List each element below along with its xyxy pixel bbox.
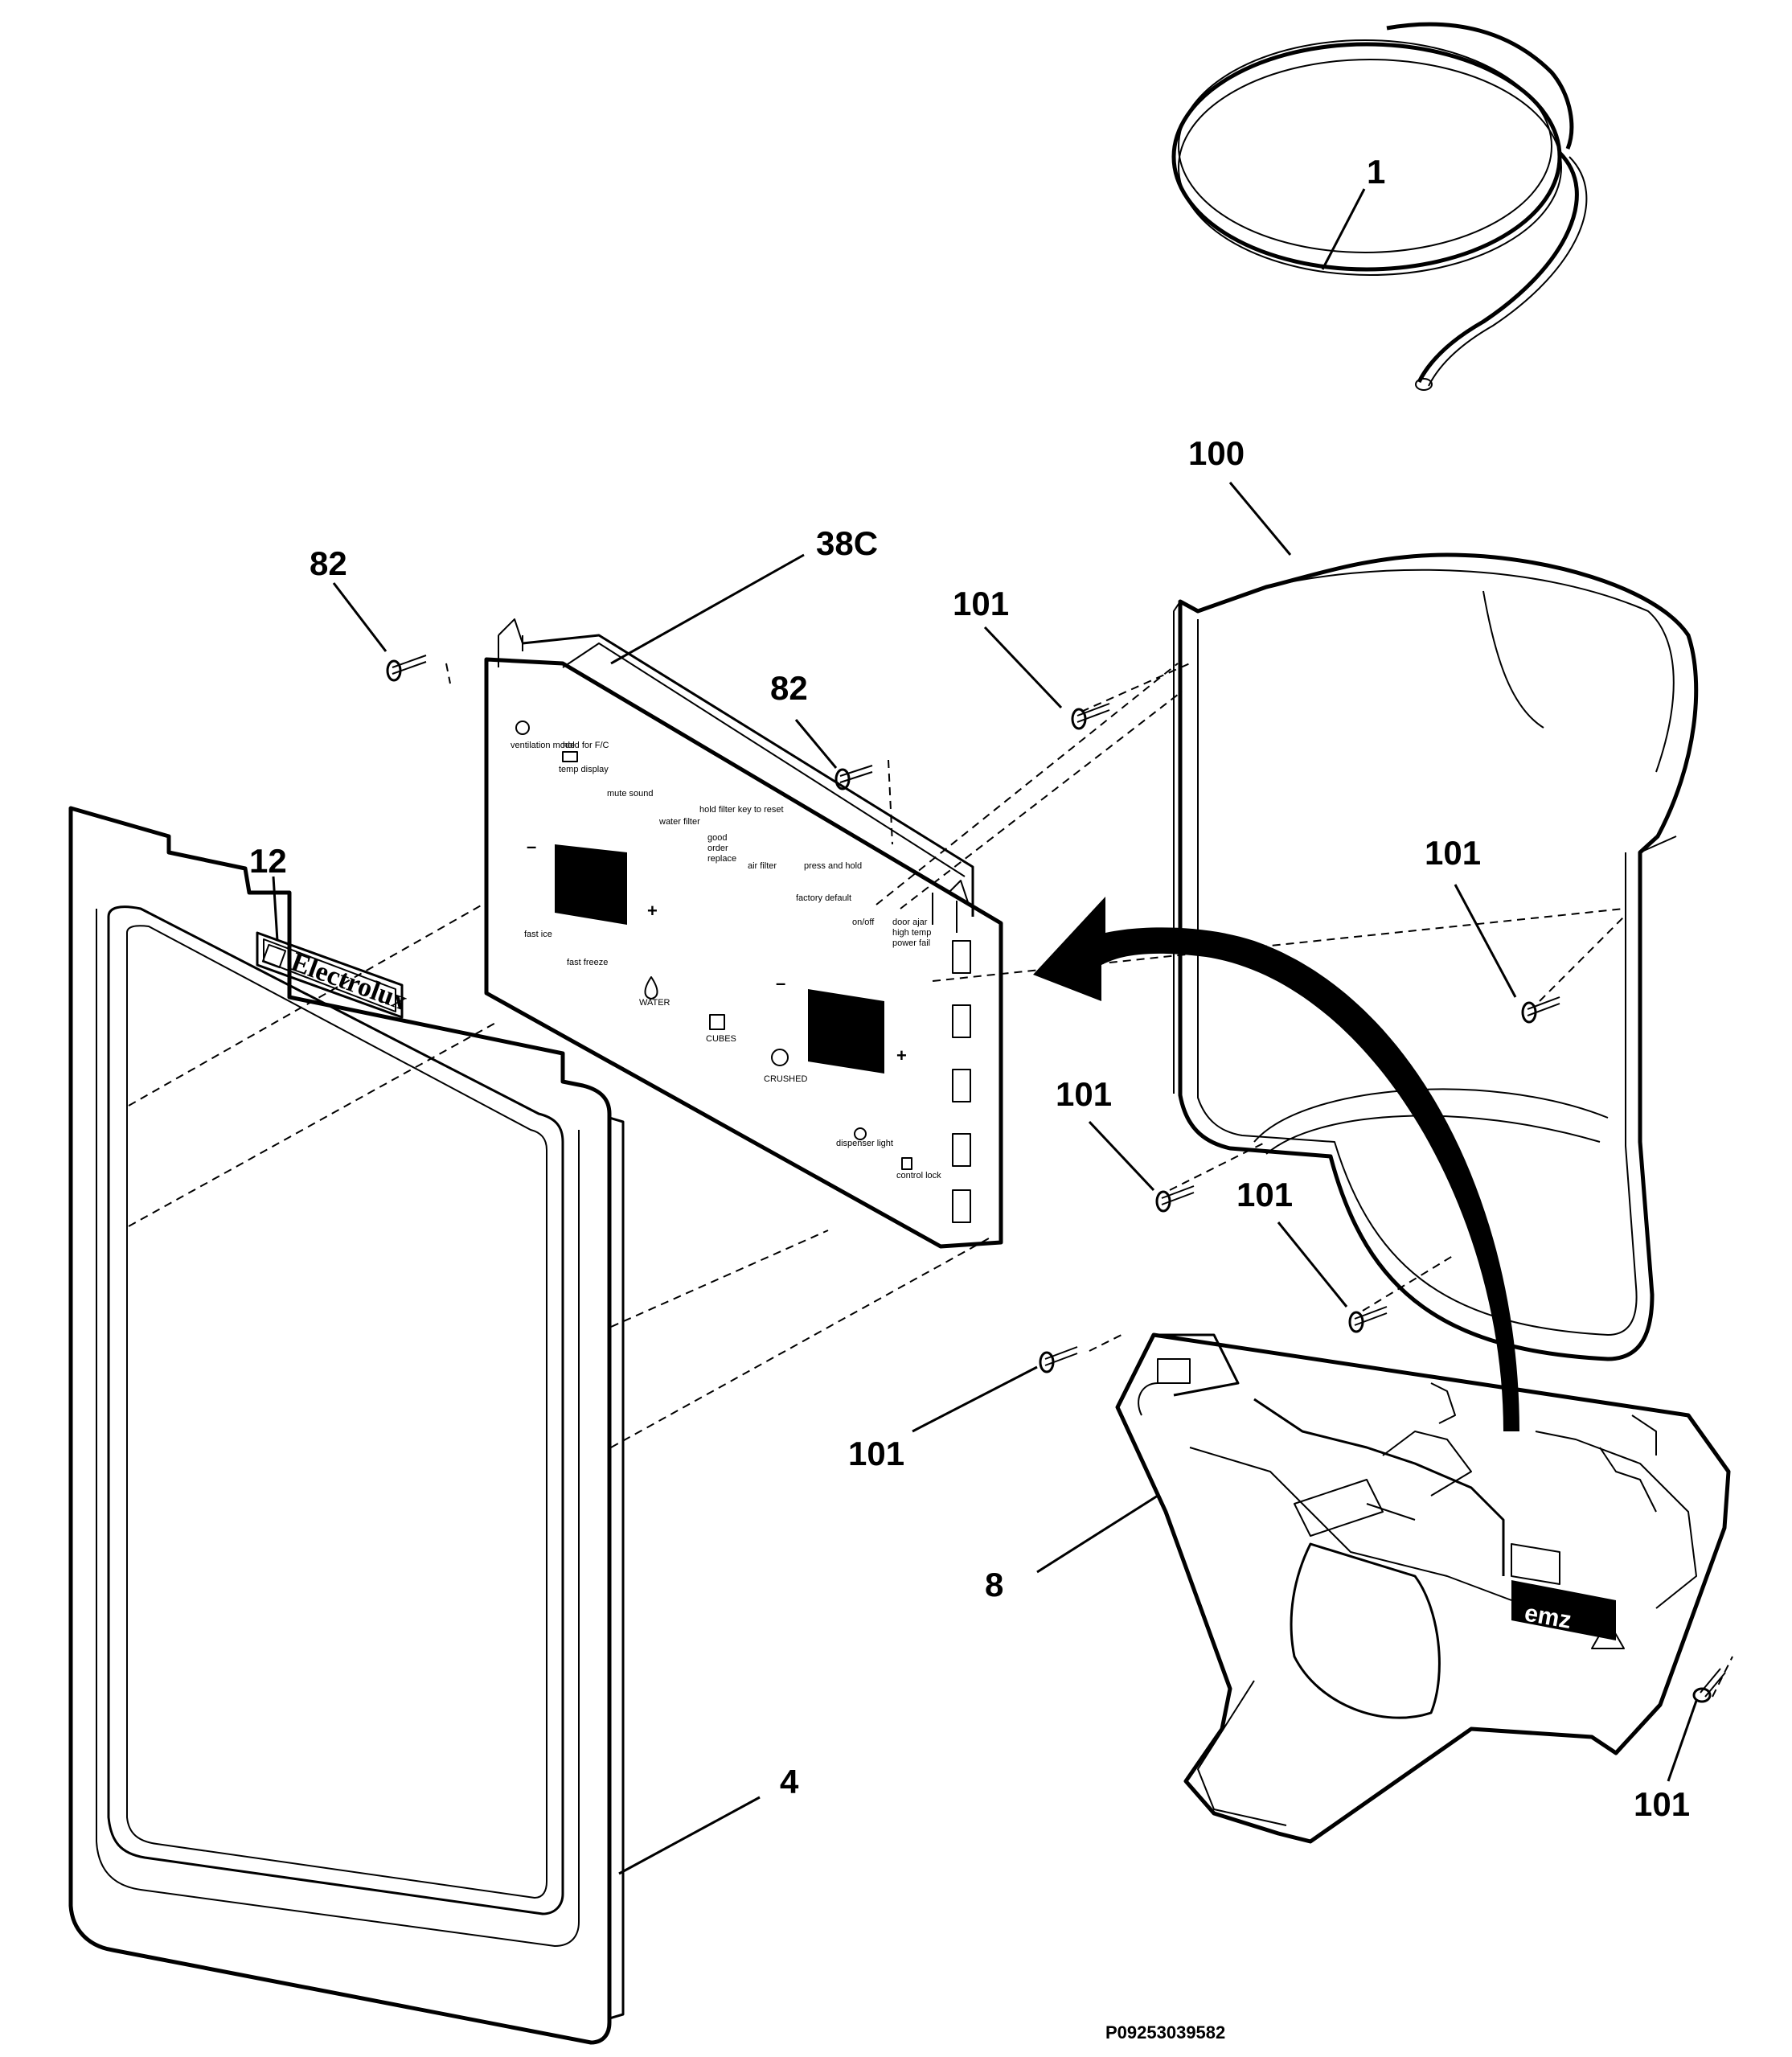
leader-line [1277,1221,1348,1308]
leader-line [1321,188,1366,270]
callout-101-top: 101 [953,585,1009,622]
screw-101-center[interactable] [1348,1306,1388,1333]
panel-label-factory-default: factory default [796,893,851,903]
brand-logo-icon [261,943,287,969]
lock-icon [901,1157,912,1170]
callout-82-left: 82 [310,544,347,582]
leader-line [794,719,838,769]
tubing-coil-part[interactable] [1171,22,1588,391]
diagram-code: P09253039582 [1105,2022,1225,2043]
crushed-icon [771,1049,789,1066]
panel-hint-press: press and hold [804,861,862,871]
leader-line [983,626,1063,709]
screw-82-mid[interactable] [834,765,873,790]
dispenser-assembly-part[interactable]: emz [1115,1332,1731,1844]
leader-line [1088,1120,1155,1192]
callout-12: 12 [249,842,287,880]
callout-82-mid: 82 [770,669,808,707]
screw-101-top[interactable] [1071,703,1110,730]
panel-label-mute: mute sound [607,789,653,799]
light-bulb-icon [854,1127,867,1140]
panel-filter-good: good [707,833,727,843]
alignment-lines [128,663,1733,1698]
leader-line [332,582,388,652]
callout-101-right: 101 [1425,834,1481,872]
panel-hint-filter: hold filter key to reset [699,805,784,815]
leader-line [1228,482,1292,556]
screw-101-right[interactable] [1521,996,1560,1024]
panel-minus-left: – [527,836,536,856]
panel-alarm-temp: high temp [892,928,931,938]
leader-line [1667,1700,1698,1782]
screw-101-mid[interactable] [1155,1185,1195,1213]
panel-filter-replace: replace [707,854,736,864]
panel-label-dispenser-light: dispenser light [836,1139,893,1148]
panel-label-temp-display: temp display [559,765,609,774]
callout-8: 8 [985,1566,1003,1603]
panel-label-fast-ice: fast ice [524,930,552,939]
panel-label-control-lock: control lock [896,1171,941,1180]
screw-101-bottom-right[interactable] [1692,1668,1726,1703]
sun-icon [515,721,530,735]
panel-alarm-door: door ajar [892,918,928,927]
callout-101-bottom-right: 101 [1634,1785,1690,1823]
panel-label-air-filter: air filter [748,861,777,871]
panel-label-on-off: on/off [852,918,875,927]
callout-101-dispenser: 101 [848,1435,904,1472]
leader-line [1036,1494,1158,1574]
panel-minus-right: – [776,973,785,993]
callout-101-center: 101 [1236,1176,1293,1213]
control-board-part[interactable]: ventilation mode temp display mute sound… [484,618,1003,1249]
panel-alarm-power: power fail [892,938,930,948]
left-display [555,844,627,925]
screw-101-dispenser[interactable] [1039,1346,1078,1373]
warning-triangle-icon [1591,1620,1625,1649]
panel-label-crushed: CRUSHED [764,1074,807,1084]
callout-100: 100 [1188,434,1245,472]
callout-101-mid: 101 [1056,1075,1112,1113]
digit-icon [562,751,578,762]
panel-plus-right: + [896,1045,907,1065]
callout-1: 1 [1367,153,1385,191]
leader-line [912,1365,1038,1433]
dispenser-logo-plate [1511,1580,1616,1640]
panel-label-water-filter: water filter [658,817,700,827]
leader-line [272,876,279,942]
panel-label-cubes: CUBES [706,1034,736,1044]
water-drop-icon [644,976,658,1000]
screw-82-left[interactable] [386,655,427,682]
cubes-icon [709,1014,725,1030]
panel-filter-order: order [707,844,728,853]
panel-label-water: WATER [639,998,670,1008]
panel-label-ventilation: ventilation mode [511,741,575,750]
panel-plus-left: + [647,901,658,921]
brand-name: Electrolux [287,947,411,1016]
callout-38c: 38C [816,524,878,562]
leader-line [1454,884,1517,998]
rotate-arrow-icon [1033,897,1519,1431]
callout-4: 4 [780,1763,799,1800]
leader-line [618,1796,761,1875]
right-display [808,989,884,1074]
panel-label-fast-freeze: fast freeze [567,958,608,967]
leader-line [610,553,805,665]
panel-hint-fc: hold for F/C [563,741,609,750]
front-frame-part[interactable] [68,806,625,2045]
